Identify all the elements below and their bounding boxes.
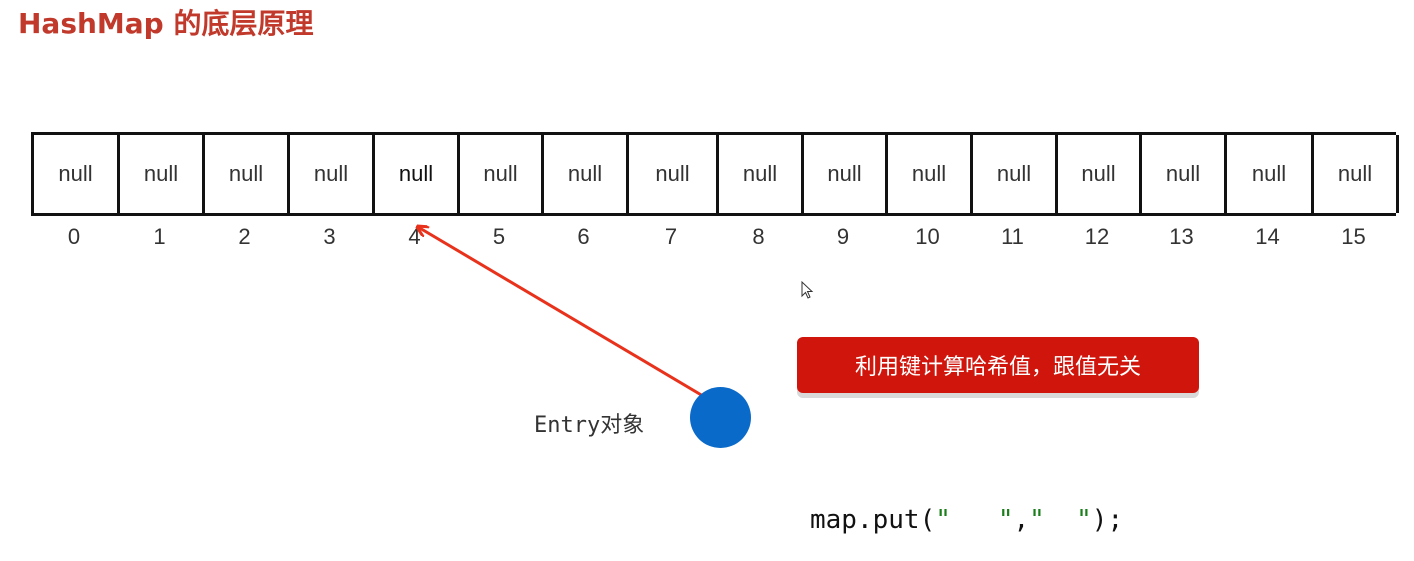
code-prefix: map.put( xyxy=(810,505,936,535)
array-index-2: 2 xyxy=(238,224,251,249)
array-cell-4: null xyxy=(375,135,460,213)
array-index-7: 7 xyxy=(664,224,678,249)
page-title: HashMap 的底层原理 xyxy=(18,7,314,40)
code-separator: , xyxy=(1013,505,1030,535)
array-cell-14: null xyxy=(1227,135,1314,213)
array-index-14: 14 xyxy=(1255,224,1280,249)
pointer-arrow xyxy=(418,227,704,398)
array-cell-6: null xyxy=(544,135,629,213)
array-cell-8: null xyxy=(719,135,804,213)
array-index-15: 15 xyxy=(1341,224,1366,249)
hash-note-tooltip: 利用键计算哈希值，跟值无关 xyxy=(797,337,1199,393)
array-index-10: 10 xyxy=(915,224,940,249)
array-cell-3: null xyxy=(290,135,375,213)
entry-label: Entry对象 xyxy=(534,413,645,438)
array-cell-12: null xyxy=(1058,135,1142,213)
array-index-13: 13 xyxy=(1169,224,1194,249)
array-index-9: 9 xyxy=(836,224,850,249)
array-index-11: 11 xyxy=(1001,224,1024,249)
array-index-1: 1 xyxy=(153,224,166,249)
array-cell-2: null xyxy=(205,135,290,213)
array-index-3: 3 xyxy=(323,224,336,249)
code-key-string: " " xyxy=(935,505,1014,535)
array-cell-1: null xyxy=(120,135,205,213)
code-suffix: ); xyxy=(1091,505,1124,535)
array-index-6: 6 xyxy=(577,224,590,249)
array-index-12: 12 xyxy=(1084,224,1110,249)
array-index-5: 5 xyxy=(492,224,506,249)
mouse-cursor-icon xyxy=(801,280,814,299)
array-cell-7: null xyxy=(629,135,719,213)
array-cell-10: null xyxy=(888,135,973,213)
array-cell-5: null xyxy=(460,135,544,213)
entry-object-circle xyxy=(690,387,751,448)
code-value-string: " " xyxy=(1029,505,1092,535)
code-snippet: map.put(" "," "); xyxy=(810,505,1123,535)
array-cell-0: null xyxy=(34,135,120,213)
array-cell-15: null xyxy=(1314,135,1399,213)
array-cell-9: null xyxy=(804,135,888,213)
array-cell-13: null xyxy=(1142,135,1227,213)
array-index-8: 8 xyxy=(752,224,765,249)
array-index-0: 0 xyxy=(67,224,81,249)
array-cell-11: null xyxy=(973,135,1058,213)
